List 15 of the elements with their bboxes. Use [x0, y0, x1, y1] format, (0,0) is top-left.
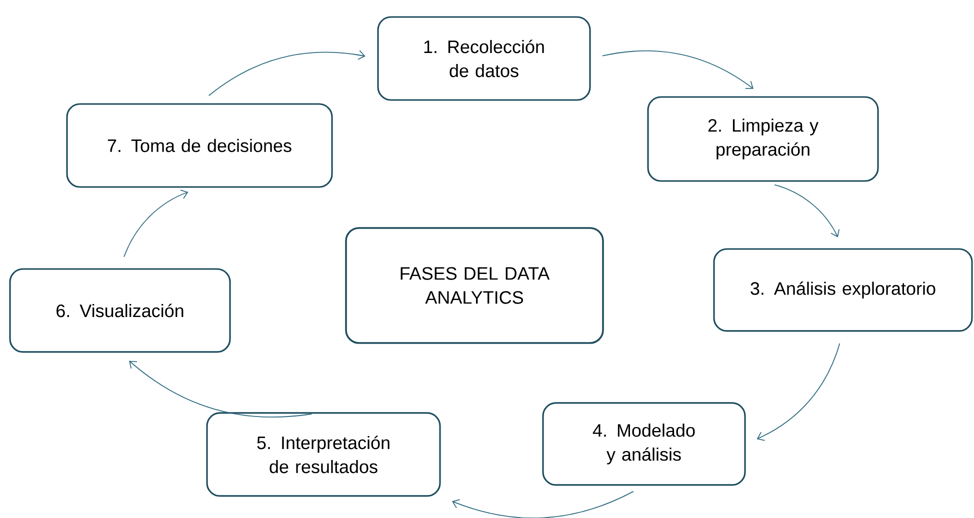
- arrow: [756, 342, 840, 441]
- process-box: 5. Interpretación de resultados: [206, 412, 441, 497]
- arrow: [602, 50, 754, 89]
- arrow: [452, 490, 634, 518]
- process-box: 3. Análisis exploratorio: [713, 248, 973, 332]
- process-box: 2. Limpieza y preparación: [647, 96, 879, 182]
- arrow: [774, 184, 840, 238]
- process-box: 4. Modelado y análisis: [542, 402, 746, 486]
- arrow: [124, 190, 188, 258]
- process-box: 7. Toma de decisiones: [66, 103, 333, 188]
- arrow: [208, 50, 366, 96]
- process-box: 6. Visualización: [9, 268, 231, 353]
- title-box: FASES DEL DATA ANALYTICS: [345, 227, 604, 344]
- arrow: [129, 360, 312, 418]
- process-box: 1. Recolección de datos: [377, 16, 591, 101]
